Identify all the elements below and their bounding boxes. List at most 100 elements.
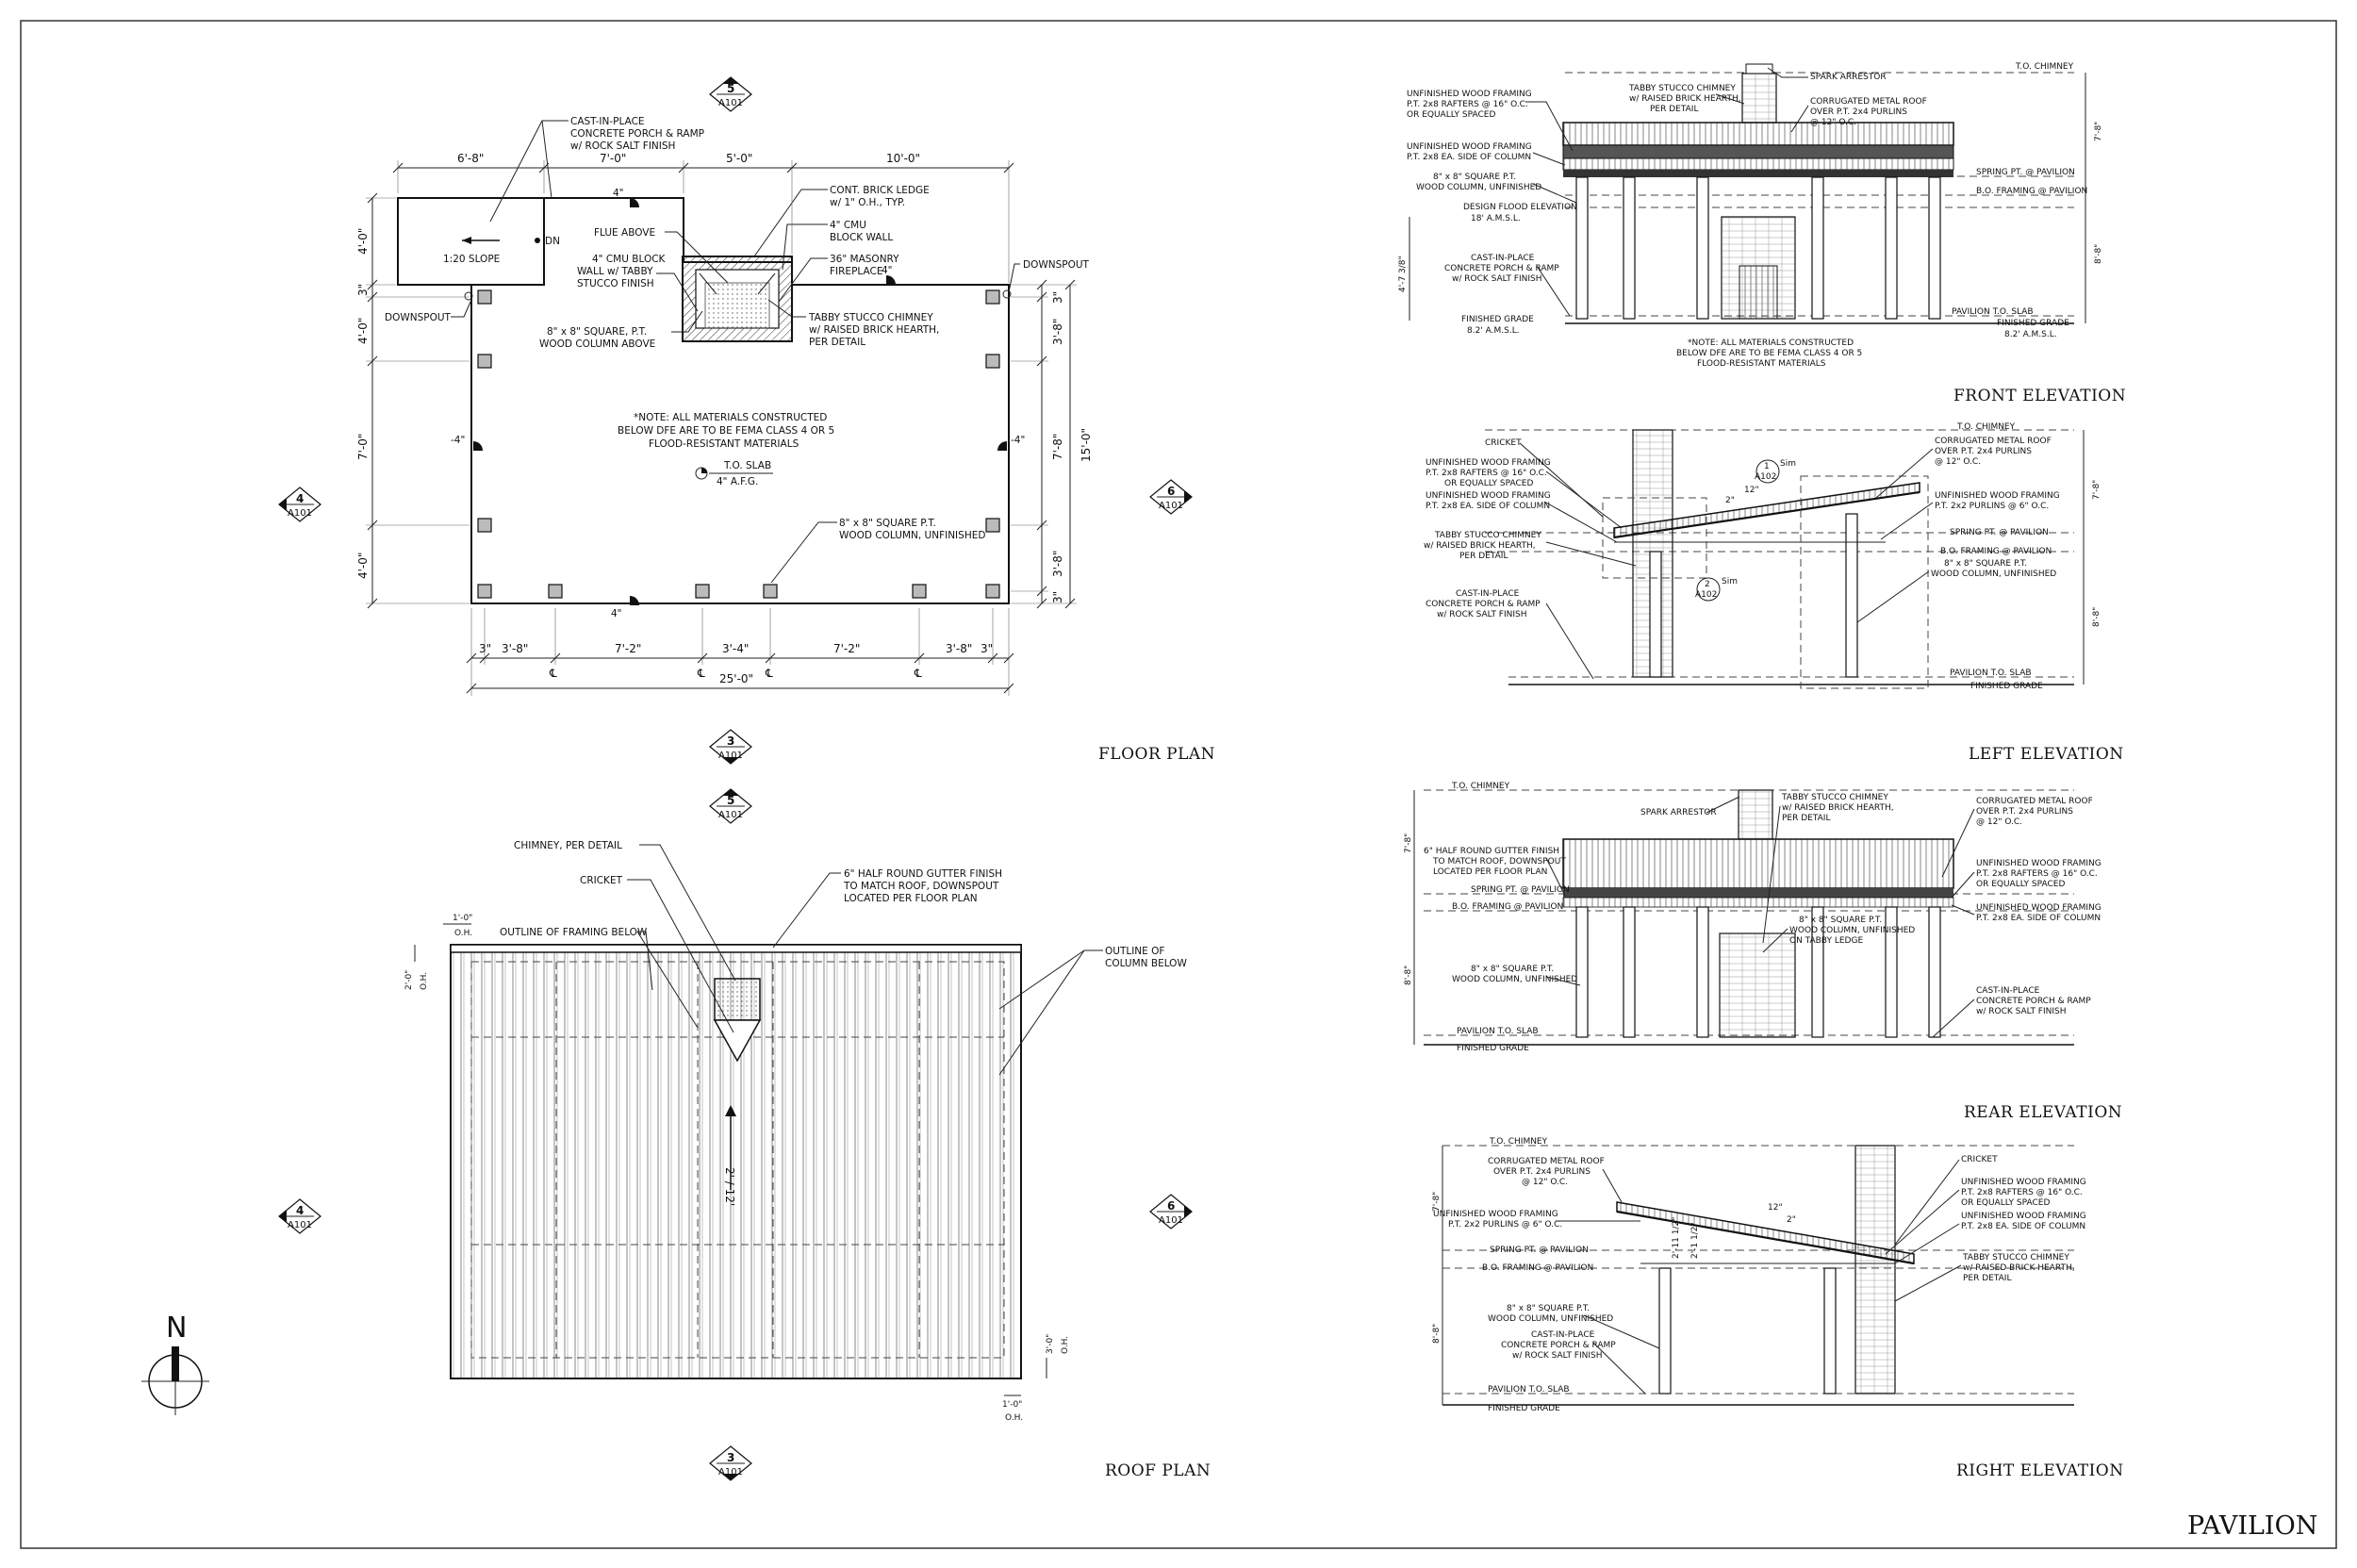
svg-text:7'-8": 7'-8" bbox=[1404, 834, 1413, 853]
svg-text:P.T. 2x2 PURLINS @ 6" O.C.: P.T. 2x2 PURLINS @ 6" O.C. bbox=[1448, 1220, 1562, 1230]
fp-tag-bottom: 3 A101 bbox=[709, 729, 752, 765]
rp-callout-chimney: CHIMNEY, PER DETAIL bbox=[514, 840, 736, 982]
roof-plan-title: ROOF PLAN bbox=[1105, 1461, 1211, 1480]
svg-text:A101: A101 bbox=[1159, 1215, 1183, 1226]
svg-text:3'-8": 3'-8" bbox=[1051, 551, 1064, 577]
svg-text:DESIGN FLOOD ELEVATION: DESIGN FLOOD ELEVATION bbox=[1463, 203, 1577, 212]
spot-elev-bottom: 4" bbox=[611, 608, 622, 619]
svg-text:CORRUGATED METAL ROOF: CORRUGATED METAL ROOF bbox=[1810, 97, 1927, 107]
svg-text:O.H.: O.H. bbox=[1005, 1413, 1023, 1423]
svg-text:2": 2" bbox=[1787, 1215, 1796, 1225]
svg-text:CORRUGATED METAL ROOF: CORRUGATED METAL ROOF bbox=[1935, 437, 2052, 446]
fp-note-3: FLOOD-RESISTANT MATERIALS bbox=[649, 438, 799, 450]
svg-text:4'-7 3/8": 4'-7 3/8" bbox=[1398, 256, 1408, 292]
svg-text:8'-8": 8'-8" bbox=[2092, 607, 2102, 627]
svg-text:FLOOD-RESISTANT MATERIALS: FLOOD-RESISTANT MATERIALS bbox=[1697, 359, 1826, 369]
svg-text:8" x 8" SQUARE P.T.: 8" x 8" SQUARE P.T. bbox=[1471, 965, 1554, 974]
svg-text:OR EQUALLY SPACED: OR EQUALLY SPACED bbox=[1444, 479, 1533, 488]
fp-callout-block: 4" CMU BLOCK WALL w/ TABBY STUCCO FINISH bbox=[577, 254, 699, 312]
floor-plan: 1:20 SLOPE DN bbox=[278, 76, 1215, 765]
svg-text:UNFINISHED WOOD FRAMING: UNFINISHED WOOD FRAMING bbox=[1976, 859, 2102, 868]
svg-text:OR EQUALLY SPACED: OR EQUALLY SPACED bbox=[1961, 1198, 2050, 1208]
svg-text:5: 5 bbox=[727, 794, 734, 807]
fp-dims-bottom: 3" 3'-8" 7'-2" 3'-4" 7'-2" 3'-8" 3" ℄ ℄ … bbox=[466, 608, 1014, 696]
svg-text:PAVILION T.O. SLAB: PAVILION T.O. SLAB bbox=[1488, 1385, 1570, 1395]
svg-text:℄: ℄ bbox=[914, 667, 922, 680]
svg-text:12": 12" bbox=[1744, 486, 1759, 495]
svg-text:w/ ROCK SALT FINISH: w/ ROCK SALT FINISH bbox=[570, 140, 675, 152]
svg-text:P.T. 2x8 EA. SIDE OF COLUMN: P.T. 2x8 EA. SIDE OF COLUMN bbox=[1426, 502, 1550, 511]
svg-text:DOWNSPOUT: DOWNSPOUT bbox=[1023, 259, 1090, 271]
svg-text:3": 3" bbox=[981, 642, 993, 655]
svg-text:3'-8": 3'-8" bbox=[1051, 319, 1064, 345]
svg-text:TABBY STUCCO CHIMNEY: TABBY STUCCO CHIMNEY bbox=[1962, 1253, 2069, 1263]
svg-text:w/ ROCK SALT FINISH: w/ ROCK SALT FINISH bbox=[1512, 1351, 1603, 1361]
svg-text:SPRING PT. @ PAVILION: SPRING PT. @ PAVILION bbox=[1950, 528, 2049, 537]
svg-text:36" MASONRY: 36" MASONRY bbox=[830, 254, 899, 265]
svg-text:DOWNSPOUT: DOWNSPOUT bbox=[385, 312, 452, 323]
svg-text:8" x 8" SQUARE P.T.: 8" x 8" SQUARE P.T. bbox=[1507, 1304, 1590, 1313]
svg-text:B.O. FRAMING @ PAVILION: B.O. FRAMING @ PAVILION bbox=[1482, 1263, 1593, 1273]
svg-text:8'-8": 8'-8" bbox=[1404, 966, 1413, 985]
svg-text:SPRING PT. @ PAVILION: SPRING PT. @ PAVILION bbox=[1471, 885, 1570, 895]
roof-plan: 2' / 12' CHIMNEY, PER DETAIL CRICKET 6" … bbox=[278, 788, 1211, 1481]
fe-roof bbox=[1562, 122, 1954, 146]
svg-text:7'-8": 7'-8" bbox=[2094, 122, 2103, 141]
svg-text:PER DETAIL: PER DETAIL bbox=[1459, 552, 1508, 561]
svg-text:T.O. CHIMNEY: T.O. CHIMNEY bbox=[2015, 62, 2074, 72]
spot-elev-left: -4" bbox=[451, 435, 465, 446]
svg-text:w/ ROCK SALT FINISH: w/ ROCK SALT FINISH bbox=[1437, 610, 1527, 619]
floor-columns bbox=[477, 289, 1000, 599]
svg-text:10'-0": 10'-0" bbox=[886, 152, 920, 165]
svg-text:TO MATCH ROOF, DOWNSPOUT: TO MATCH ROOF, DOWNSPOUT bbox=[843, 881, 999, 892]
svg-text:w/ RAISED BRICK HEARTH,: w/ RAISED BRICK HEARTH, bbox=[809, 324, 939, 336]
svg-text:℄: ℄ bbox=[549, 667, 557, 680]
fp-tag-top: 5 A101 bbox=[709, 76, 752, 112]
svg-text:P.T. 2x8 RAFTERS @ 16" O.C.: P.T. 2x8 RAFTERS @ 16" O.C. bbox=[1961, 1188, 2083, 1197]
svg-text:25'-0": 25'-0" bbox=[719, 672, 753, 685]
dn-label: DN bbox=[545, 236, 560, 247]
svg-text:4: 4 bbox=[296, 492, 304, 505]
floor-plan-title: FLOOR PLAN bbox=[1098, 745, 1215, 764]
svg-text:4'-0": 4'-0" bbox=[356, 553, 370, 579]
svg-text:4'-0": 4'-0" bbox=[356, 228, 370, 255]
svg-text:w/ ROCK SALT FINISH: w/ ROCK SALT FINISH bbox=[1452, 274, 1542, 284]
fp-callout-flue: FLUE ABOVE bbox=[594, 227, 729, 284]
svg-text:6'-8": 6'-8" bbox=[457, 152, 484, 165]
svg-text:BLOCK WALL: BLOCK WALL bbox=[830, 232, 893, 243]
fp-note-1: *NOTE: ALL MATERIALS CONSTRUCTED bbox=[634, 412, 827, 423]
svg-text:Sim: Sim bbox=[1722, 577, 1738, 586]
framing-outline-below bbox=[470, 961, 1005, 1359]
svg-text:1'-0": 1'-0" bbox=[1002, 1400, 1022, 1410]
svg-text:SPRING PT. @ PAVILION: SPRING PT. @ PAVILION bbox=[1490, 1246, 1589, 1255]
svg-text:P.T. 2x2 PURLINS @ 6" O.C.: P.T. 2x2 PURLINS @ 6" O.C. bbox=[1935, 502, 2049, 511]
fp-callout-downspout-right: DOWNSPOUT bbox=[1002, 259, 1090, 299]
rp-tag-top: 5 A101 bbox=[709, 788, 752, 824]
roof-chimney bbox=[714, 978, 761, 1021]
svg-text:OUTLINE OF FRAMING BELOW: OUTLINE OF FRAMING BELOW bbox=[500, 927, 648, 938]
svg-text:15'-0": 15'-0" bbox=[1080, 428, 1093, 462]
svg-text:w/ RAISED BRICK HEARTH,: w/ RAISED BRICK HEARTH, bbox=[1782, 803, 1894, 813]
ri-chimney bbox=[1854, 1145, 1896, 1395]
svg-text:w/ ROCK SALT FINISH: w/ ROCK SALT FINISH bbox=[1976, 1007, 2067, 1016]
svg-text:PER DETAIL: PER DETAIL bbox=[809, 337, 865, 348]
svg-text:TABBY STUCCO CHIMNEY: TABBY STUCCO CHIMNEY bbox=[808, 312, 933, 323]
svg-text:8.2' A.M.S.L.: 8.2' A.M.S.L. bbox=[2004, 330, 2057, 339]
svg-text:A102: A102 bbox=[1755, 472, 1776, 482]
svg-text:FINISHED GRADE: FINISHED GRADE bbox=[1488, 1404, 1560, 1413]
svg-text:CORRUGATED METAL ROOF: CORRUGATED METAL ROOF bbox=[1976, 797, 2093, 806]
north-label: N bbox=[166, 1312, 187, 1345]
porch-slope-label: 1:20 SLOPE bbox=[443, 254, 500, 265]
svg-text:CRICKET: CRICKET bbox=[1961, 1155, 1998, 1164]
north-arrow: N bbox=[141, 1312, 209, 1415]
svg-text:2'-11 1/2": 2'-11 1/2" bbox=[1672, 1217, 1681, 1259]
rp-tag-bottom: 3 A101 bbox=[709, 1445, 752, 1481]
fe-chimney bbox=[1741, 73, 1777, 124]
svg-text:WOOD COLUMN ABOVE: WOOD COLUMN ABOVE bbox=[539, 338, 655, 350]
svg-text:FINISHED GRADE: FINISHED GRADE bbox=[1997, 319, 2069, 328]
svg-text:FIREPLACE: FIREPLACE bbox=[830, 266, 882, 277]
fp-tag-right: 6 A101 bbox=[1149, 479, 1193, 515]
svg-text:4" CMU BLOCK: 4" CMU BLOCK bbox=[592, 254, 667, 265]
spot-elev-chimney: 4" bbox=[882, 265, 893, 276]
rear-elevation: T.O. CHIMNEY SPRING PT. @ PAVILION B.O. … bbox=[1404, 782, 2122, 1122]
